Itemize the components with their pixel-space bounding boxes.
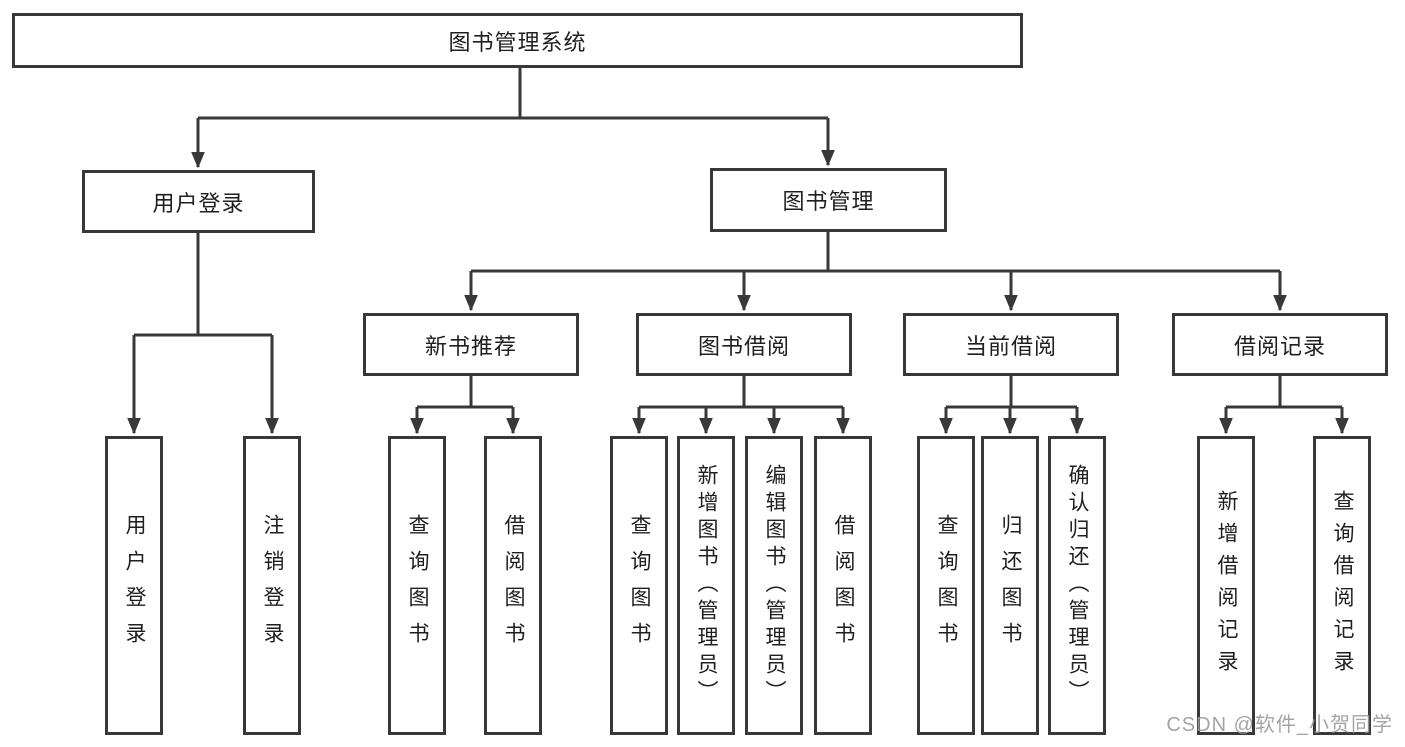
node-leaf-cb-confirm-return-admin: 确认归还（管理员）	[1048, 436, 1106, 735]
node-leaf-cb-return-books: 归还图书	[981, 436, 1039, 735]
node-label: 编辑图书（管理员）	[763, 464, 786, 707]
node-leaf-cb-query-books: 查询图书	[917, 436, 975, 735]
node-label: 注销登录	[261, 513, 284, 658]
node-label: 借阅图书	[832, 513, 855, 658]
node-label: 当前借阅	[964, 333, 1057, 359]
node-leaf-br-query-record: 查询借阅记录	[1313, 436, 1371, 735]
node-leaf-bb-add-books-admin: 新增图书（管理员）	[677, 436, 735, 735]
node-label: 借阅记录	[1233, 333, 1326, 359]
node-leaf-bb-edit-books-admin: 编辑图书（管理员）	[745, 436, 803, 735]
node-label: 查询借阅记录	[1331, 489, 1354, 682]
node-label: 图书借阅	[697, 333, 790, 359]
node-leaf-logout: 注销登录	[243, 436, 301, 735]
node-borrowing-records: 借阅记录	[1172, 313, 1388, 376]
node-label: 图书管理系统	[448, 29, 587, 55]
node-label: 查询图书	[935, 513, 958, 658]
node-label: 新增借阅记录	[1215, 489, 1238, 682]
node-library-system-root: 图书管理系统	[12, 13, 1023, 68]
node-label: 新增图书（管理员）	[695, 464, 718, 707]
node-label: 借阅图书	[502, 513, 525, 658]
node-leaf-bb-query-books: 查询图书	[610, 436, 668, 735]
node-label: 查询图书	[628, 513, 651, 658]
wire-group	[127, 68, 1349, 435]
node-leaf-bb-borrow-books: 借阅图书	[814, 436, 872, 735]
node-new-book-recommend: 新书推荐	[363, 313, 579, 376]
node-book-borrowing: 图书借阅	[636, 313, 852, 376]
node-label: 用户登录	[152, 190, 245, 216]
node-label: 查询图书	[406, 513, 429, 658]
node-label: 图书管理	[782, 189, 875, 214]
node-current-borrowing: 当前借阅	[903, 313, 1119, 376]
node-leaf-user-login: 用户登录	[105, 436, 163, 735]
node-label: 用户登录	[123, 513, 146, 658]
node-leaf-rec-query-books: 查询图书	[388, 436, 446, 735]
node-label: 新书推荐	[424, 333, 517, 359]
node-user-login: 用户登录	[82, 170, 315, 233]
node-label: 确认归还（管理员）	[1066, 464, 1089, 707]
csdn-watermark: CSDN @软件_小贺同学	[1166, 714, 1393, 736]
node-book-management: 图书管理	[710, 168, 947, 232]
node-label: 归还图书	[999, 513, 1022, 658]
node-leaf-rec-borrow-books: 借阅图书	[484, 436, 542, 735]
node-leaf-br-add-record: 新增借阅记录	[1197, 436, 1255, 735]
